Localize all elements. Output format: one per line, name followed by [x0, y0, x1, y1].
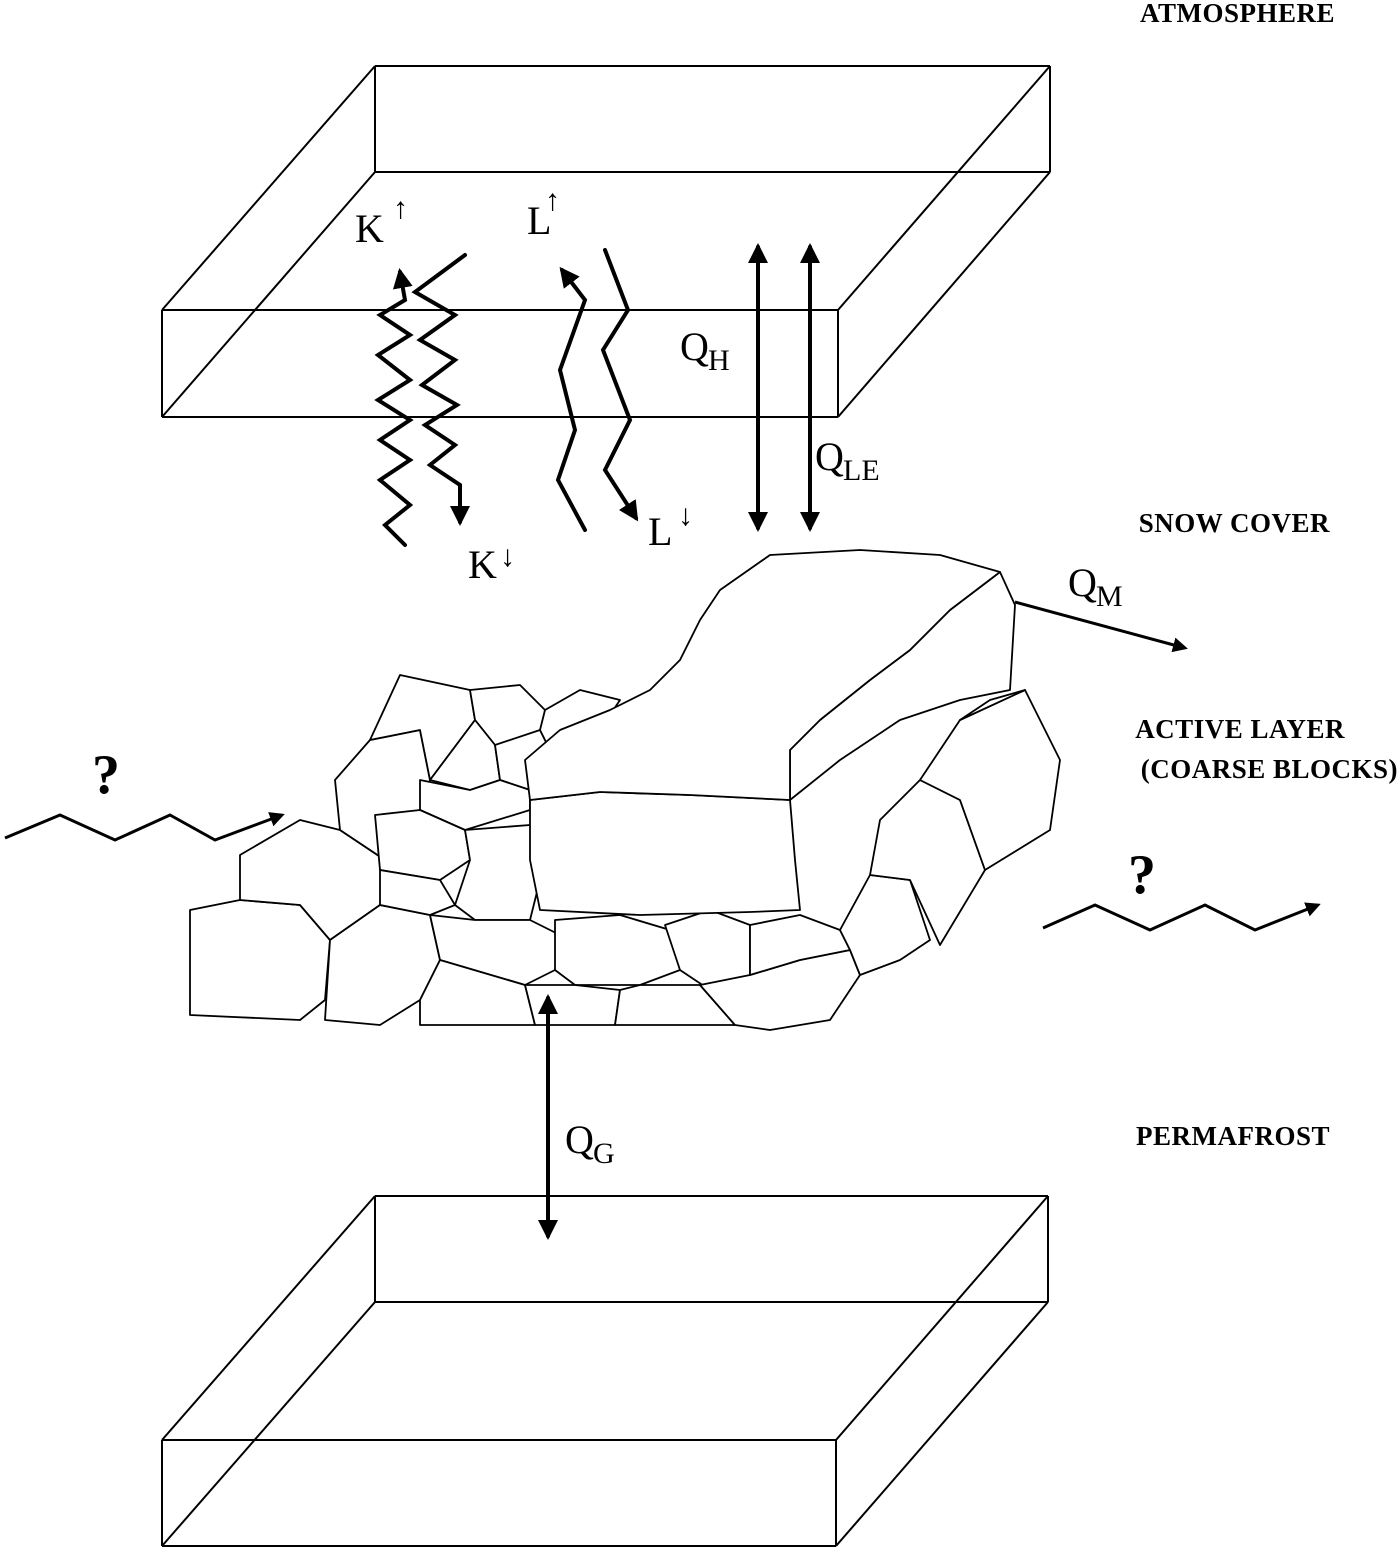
qm-base: Q	[1068, 560, 1097, 605]
k-up-arrow: ↑	[393, 192, 408, 225]
k-down-base: K	[468, 542, 497, 587]
snow-block-top	[524, 549, 1001, 801]
unknown-outflow-mark: ?	[1128, 844, 1156, 906]
block	[454, 824, 541, 921]
qh-sub: H	[708, 344, 730, 377]
atmosphere-box	[161, 65, 1051, 418]
qle-base: Q	[815, 434, 844, 479]
shortwave-up-arrow	[374, 268, 414, 547]
l-up-label: L ↑	[527, 184, 560, 243]
permafrost-box	[161, 1195, 1049, 1547]
block	[379, 869, 456, 916]
active-layer-label: ACTIVE LAYER	[1135, 714, 1345, 744]
k-up-label: K ↑	[355, 192, 408, 251]
block	[524, 984, 621, 1026]
snow-block-front	[529, 791, 801, 916]
unknown-inflow-mark: ?	[92, 744, 120, 806]
l-down-base: L	[648, 509, 672, 554]
snow-cover-label: SNOW COVER	[1139, 508, 1330, 538]
qg-label: Q G	[565, 1117, 615, 1170]
qm-label: Q M	[1068, 560, 1123, 613]
block	[614, 984, 736, 1026]
l-up-arrow: ↑	[545, 184, 560, 217]
lateral-outflow-arrow	[1042, 902, 1321, 932]
qg-base: Q	[565, 1117, 594, 1162]
block	[554, 914, 681, 986]
block	[959, 689, 1026, 721]
qle-sub: LE	[843, 454, 880, 487]
lateral-inflow-arrow	[4, 812, 285, 842]
longwave-up-arrow	[555, 266, 588, 532]
qh-base: Q	[680, 324, 709, 369]
atmosphere-label: ATMOSPHERE	[1140, 0, 1335, 28]
melt-arrow	[1014, 600, 1188, 653]
l-up-base: L	[527, 198, 551, 243]
permafrost-label: PERMAFROST	[1136, 1121, 1330, 1151]
qm-sub: M	[1096, 580, 1123, 613]
longwave-down-arrow	[600, 248, 639, 522]
shortwave-down-arrow	[411, 253, 470, 526]
l-down-arrow: ↓	[678, 499, 693, 532]
active-layer-sublabel: (COARSE BLOCKS)	[1141, 754, 1398, 784]
coarse-blocks	[189, 674, 1061, 1031]
qg-sub: G	[593, 1137, 615, 1170]
k-up-base: K	[355, 206, 384, 251]
qh-label: Q H	[680, 324, 730, 377]
l-down-label: L ↓	[648, 499, 693, 554]
k-down-label: K ↓	[468, 540, 515, 587]
block	[189, 899, 331, 1021]
k-down-arrow: ↓	[500, 540, 515, 573]
snow-block	[524, 549, 1016, 916]
qle-label: Q LE	[815, 434, 880, 487]
